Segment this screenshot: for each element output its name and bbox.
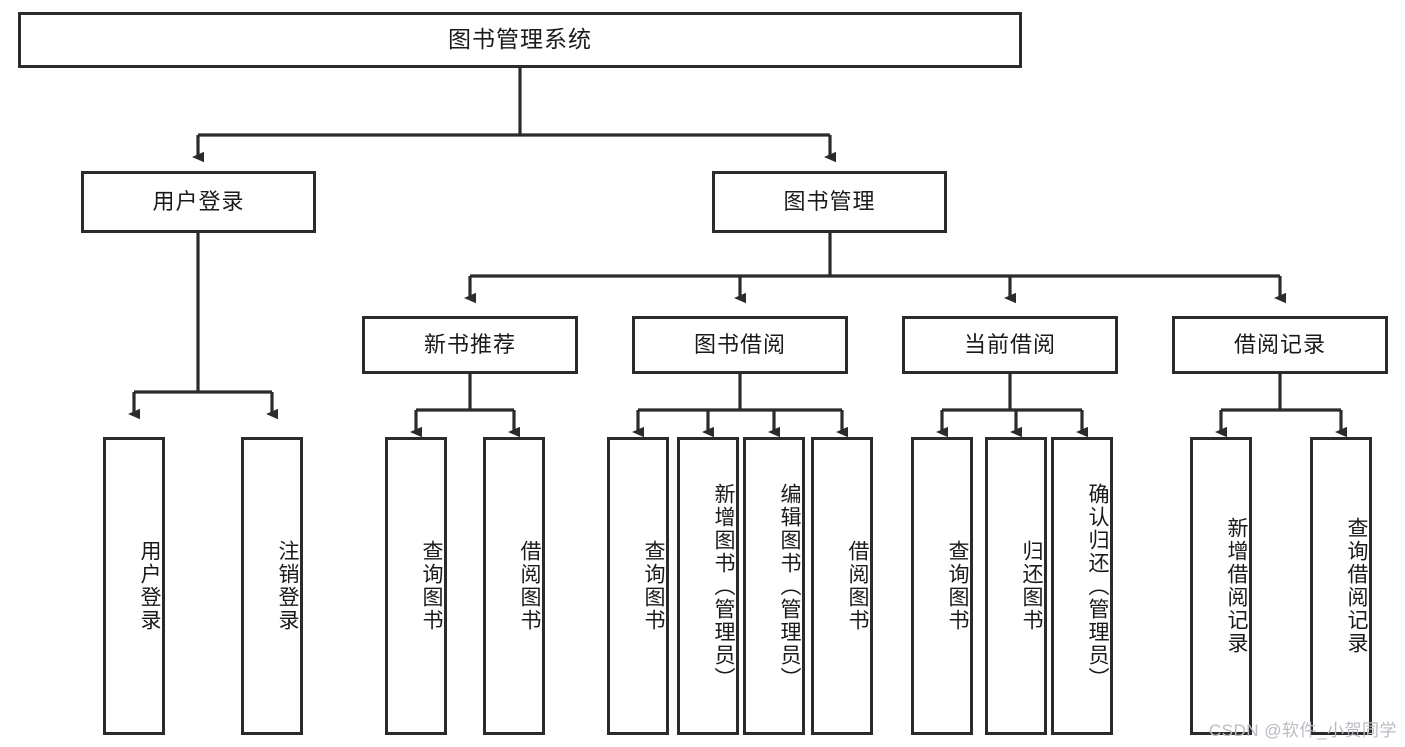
leaf-query-book-borrow-label: 查询图书 <box>642 540 665 632</box>
leaf-user-login-label: 用户登录 <box>138 540 161 632</box>
node-book-management-label: 图书管理 <box>783 188 876 214</box>
leaf-logout-label: 注销登录 <box>276 540 299 632</box>
leaf-confirm-return-admin[interactable]: 确认归还（管理员） <box>1051 437 1113 735</box>
leaf-logout[interactable]: 注销登录 <box>241 437 303 735</box>
node-user-login-label: 用户登录 <box>152 188 245 214</box>
leaf-borrow-book[interactable]: 借阅图书 <box>811 437 873 735</box>
node-current-borrow-label: 当前借阅 <box>963 331 1056 357</box>
leaf-add-borrow-record[interactable]: 新增借阅记录 <box>1190 437 1252 735</box>
node-user-login[interactable]: 用户登录 <box>81 171 316 233</box>
leaf-query-book-borrow[interactable]: 查询图书 <box>607 437 669 735</box>
node-book-borrow-label: 图书借阅 <box>693 331 786 357</box>
node-borrow-record[interactable]: 借阅记录 <box>1172 316 1388 374</box>
leaf-query-book-current-label: 查询图书 <box>946 540 969 632</box>
leaf-query-book-recommend[interactable]: 查询图书 <box>385 437 447 735</box>
leaf-add-book-admin-label: 新增图书（管理员） <box>712 482 735 690</box>
leaf-edit-book-admin[interactable]: 编辑图书（管理员） <box>743 437 805 735</box>
node-root[interactable]: 图书管理系统 <box>18 12 1022 68</box>
leaf-borrow-book-label: 借阅图书 <box>846 540 869 632</box>
leaf-borrow-book-recommend-label: 借阅图书 <box>518 540 541 632</box>
leaf-query-borrow-record[interactable]: 查询借阅记录 <box>1310 437 1372 735</box>
node-new-book-recommend-label: 新书推荐 <box>423 331 516 357</box>
leaf-add-borrow-record-label: 新增借阅记录 <box>1225 517 1248 655</box>
leaf-query-book-recommend-label: 查询图书 <box>420 540 443 632</box>
leaf-return-book-label: 归还图书 <box>1020 540 1043 632</box>
leaf-query-borrow-record-label: 查询借阅记录 <box>1345 517 1368 655</box>
node-book-borrow[interactable]: 图书借阅 <box>632 316 848 374</box>
leaf-add-book-admin[interactable]: 新增图书（管理员） <box>677 437 739 735</box>
leaf-return-book[interactable]: 归还图书 <box>985 437 1047 735</box>
node-root-label: 图书管理系统 <box>448 26 592 53</box>
leaf-borrow-book-recommend[interactable]: 借阅图书 <box>483 437 545 735</box>
leaf-user-login[interactable]: 用户登录 <box>103 437 165 735</box>
node-borrow-record-label: 借阅记录 <box>1233 331 1326 357</box>
node-new-book-recommend[interactable]: 新书推荐 <box>362 316 578 374</box>
leaf-edit-book-admin-label: 编辑图书（管理员） <box>778 482 801 690</box>
leaf-confirm-return-admin-label: 确认归还（管理员） <box>1086 482 1109 690</box>
node-book-management[interactable]: 图书管理 <box>712 171 947 233</box>
node-current-borrow[interactable]: 当前借阅 <box>902 316 1118 374</box>
leaf-query-book-current[interactable]: 查询图书 <box>911 437 973 735</box>
